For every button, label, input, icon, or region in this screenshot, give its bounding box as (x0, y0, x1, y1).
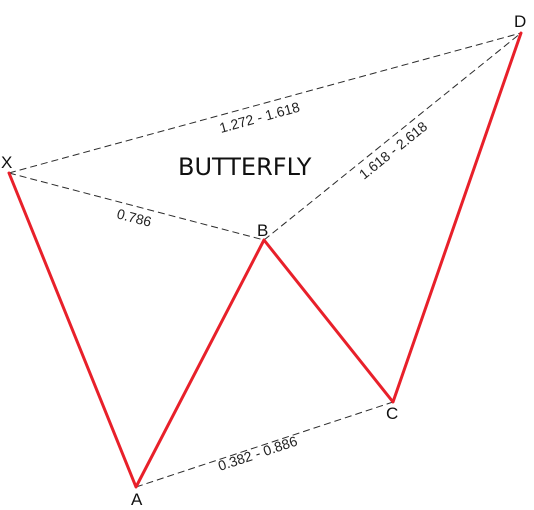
xb-projection-line (8, 172, 265, 241)
ac-projection-line (135, 401, 394, 488)
bd-projection-line (263, 32, 522, 241)
point-c-label: C (386, 404, 398, 423)
point-d-label: D (514, 12, 526, 31)
point-b-label: B (257, 221, 268, 240)
point-a-label: A (131, 490, 143, 509)
ac-ratio-label: 0.382 - 0.886 (216, 433, 300, 474)
pattern-title: BUTTERFLY (178, 153, 312, 181)
bd-ratio-label: 1.618 - 2.618 (356, 118, 430, 182)
xd-projection-line (8, 32, 522, 174)
xabcd-legs (7, 31, 523, 489)
point-x-label: X (1, 153, 12, 172)
